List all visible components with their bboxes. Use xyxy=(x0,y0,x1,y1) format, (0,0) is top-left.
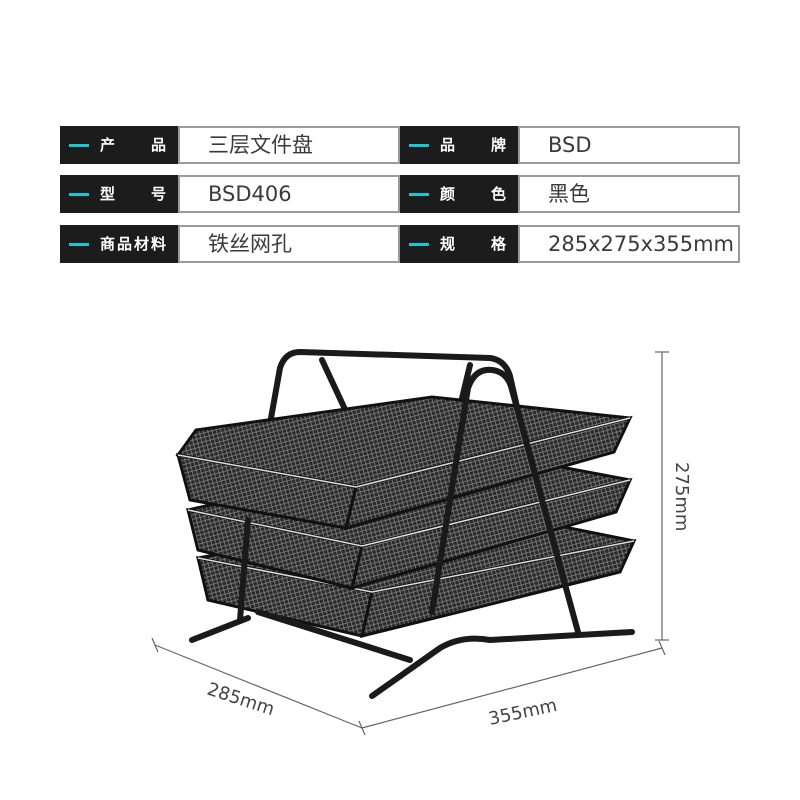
spec-row: 型 号 BSD406 颜 色 黑色 xyxy=(60,175,740,213)
spec-label: 产 品 xyxy=(100,136,166,154)
cyan-dash-icon xyxy=(69,193,89,196)
spec-label-cell: 颜 色 xyxy=(400,175,518,213)
depth-dimension-label: 285mm xyxy=(204,679,277,720)
spec-label: 商品材料 xyxy=(100,235,166,253)
cyan-dash-icon xyxy=(69,243,89,246)
spec-label: 规 格 xyxy=(440,235,506,253)
spec-label-cell: 型 号 xyxy=(60,175,178,213)
spec-label-cell: 规 格 xyxy=(400,225,518,263)
spec-value: 三层文件盘 xyxy=(178,126,400,164)
spec-value: BSD xyxy=(518,126,740,164)
spec-label-cell: 商品材料 xyxy=(60,225,178,263)
dimension-lines xyxy=(151,351,669,736)
spec-value: 黑色 xyxy=(518,175,740,213)
cyan-dash-icon xyxy=(69,144,89,147)
frame-legs xyxy=(189,366,635,699)
spec-label: 品 牌 xyxy=(440,136,506,154)
spec-value: 285x275x355mm xyxy=(518,225,740,263)
spec-label: 颜 色 xyxy=(440,185,506,203)
height-dimension-label: 275mm xyxy=(671,462,692,531)
spec-label-cell: 品 牌 xyxy=(400,126,518,164)
spec-row: 产 品 三层文件盘 品 牌 BSD xyxy=(60,126,740,164)
product-illustration: 275mm 285mm 355mm xyxy=(151,349,692,736)
spec-label: 型 号 xyxy=(100,185,166,203)
spec-value: BSD406 xyxy=(178,175,400,213)
width-dimension-label: 355mm xyxy=(487,695,559,730)
cyan-dash-icon xyxy=(409,243,429,246)
cyan-dash-icon xyxy=(409,144,429,147)
spec-row: 商品材料 铁丝网孔 规 格 285x275x355mm xyxy=(60,225,740,263)
spec-value: 铁丝网孔 xyxy=(178,225,400,263)
spec-label-cell: 产 品 xyxy=(60,126,178,164)
cyan-dash-icon xyxy=(409,193,429,196)
